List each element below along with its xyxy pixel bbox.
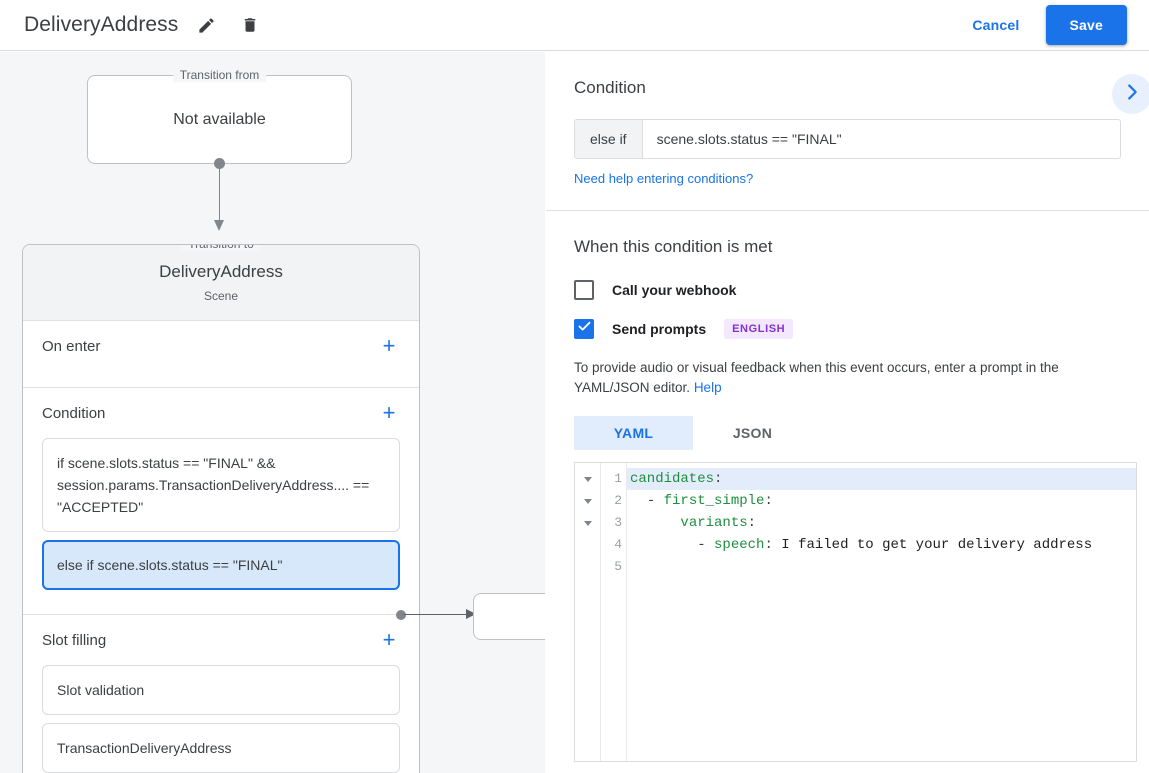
transition-from-legend: Transition from: [172, 68, 267, 82]
condition-help-link[interactable]: Need help entering conditions?: [574, 171, 754, 186]
call-webhook-checkbox[interactable]: [574, 280, 594, 300]
save-button[interactable]: Save: [1045, 5, 1127, 45]
line-number: 3: [614, 515, 622, 530]
section-header: Condition +: [23, 388, 419, 438]
language-badge: ENGLISH: [724, 319, 794, 339]
section-header: On enter +: [23, 321, 419, 371]
chevron-down-icon: [583, 498, 592, 504]
send-prompts-label: Send prompts: [612, 321, 707, 337]
connector-dot: [214, 158, 225, 169]
scene-header[interactable]: DeliveryAddress Scene: [23, 245, 419, 321]
fold-toggle[interactable]: [575, 512, 600, 534]
trash-icon: [241, 16, 259, 34]
transition-to-card[interactable]: Transition to DeliveryAddress Scene On e…: [22, 244, 420, 773]
send-prompts-row: Send prompts ENGLISH: [574, 319, 1121, 339]
header-actions: Cancel Save: [960, 5, 1149, 45]
webhook-row: Call your webhook: [574, 280, 1121, 300]
fold-toggle[interactable]: [575, 490, 600, 512]
flow-canvas[interactable]: Transition from Not available Transition…: [0, 52, 545, 773]
edit-name-button[interactable]: [190, 9, 222, 41]
condition-field-row: else if: [574, 119, 1121, 159]
check-icon: [577, 319, 592, 339]
add-on-enter-button[interactable]: +: [382, 333, 396, 358]
line-number: 2: [614, 493, 622, 508]
yaml-code-editor[interactable]: 1 2 3 4 5 candidates: - first_simple: va…: [574, 462, 1137, 762]
code-line: [627, 556, 1136, 578]
tab-yaml[interactable]: YAML: [574, 416, 693, 450]
condition-section: Condition else if Need help entering con…: [546, 52, 1149, 211]
slot-filling-list-item[interactable]: TransactionDeliveryAddress: [42, 723, 400, 773]
code-line: candidates:: [627, 468, 1136, 490]
transition-from-card[interactable]: Transition from Not available: [87, 68, 352, 164]
chevron-down-icon: [583, 476, 592, 482]
selected-node-connector-dot: [396, 610, 406, 620]
collapse-panel-button[interactable]: [1112, 74, 1149, 114]
delete-button[interactable]: [234, 9, 266, 41]
cancel-button[interactable]: Cancel: [960, 8, 1031, 42]
transition-from-value: Not available: [173, 110, 266, 128]
condition-heading: Condition: [574, 78, 646, 97]
editor-format-tabs: YAML JSON: [574, 416, 1121, 450]
section-on-enter: On enter +: [23, 321, 419, 388]
code-fold-gutter: [575, 463, 601, 761]
prompt-description: To provide audio or visual feedback when…: [574, 358, 1121, 398]
pencil-icon: [197, 16, 216, 35]
call-webhook-label: Call your webhook: [612, 282, 737, 298]
prompt-help-link[interactable]: Help: [693, 380, 722, 395]
section-condition: Condition + if scene.slots.status == "FI…: [23, 388, 419, 615]
section-title-slot-filling: Slot filling: [42, 631, 107, 649]
condition-operator-label: else if: [575, 120, 643, 158]
chevron-down-icon: [583, 520, 592, 526]
code-line: variants:: [680, 515, 757, 531]
transition-to-legend: Transition to: [181, 245, 261, 251]
add-slot-filling-button[interactable]: +: [382, 627, 396, 652]
when-condition-met-heading: When this condition is met: [574, 237, 773, 256]
send-prompts-checkbox[interactable]: [574, 319, 594, 339]
section-title-condition: Condition: [42, 404, 106, 422]
condition-expression-input[interactable]: [642, 120, 1120, 158]
condition-list-item[interactable]: if scene.slots.status == "FINAL" && sess…: [42, 438, 400, 532]
prompt-description-text: To provide audio or visual feedback when…: [574, 360, 1059, 395]
fold-toggle: [575, 556, 600, 578]
selected-node-arrow-icon: [466, 609, 476, 619]
line-number: 4: [614, 537, 622, 552]
details-panel: Condition else if Need help entering con…: [546, 52, 1149, 773]
scene-name: DeliveryAddress: [159, 262, 283, 281]
add-condition-button[interactable]: +: [382, 400, 396, 425]
code-content-area[interactable]: candidates: - first_simple: variants: - …: [627, 463, 1136, 761]
code-line: - first_simple:: [646, 493, 773, 509]
app-header: DeliveryAddress Cancel Save: [0, 0, 1149, 51]
chevron-right-icon: [1121, 81, 1143, 108]
when-condition-met-section: When this condition is met Call your web…: [546, 211, 1149, 762]
code-line: - speech: I failed to get your delivery …: [697, 537, 1093, 553]
section-title-on-enter: On enter: [42, 337, 101, 355]
connector-line: [219, 164, 220, 222]
tab-json[interactable]: JSON: [732, 425, 773, 441]
page-title: DeliveryAddress: [24, 13, 179, 36]
code-line-numbers: 1 2 3 4 5: [601, 463, 627, 761]
connector-arrow-icon: [214, 220, 224, 231]
fold-toggle: [575, 534, 600, 556]
line-number: 1: [614, 471, 622, 486]
selected-node-connector-line: [404, 614, 468, 615]
section-header: Slot filling +: [23, 615, 419, 665]
condition-list-item-selected[interactable]: else if scene.slots.status == "FINAL": [42, 540, 400, 590]
fold-toggle[interactable]: [575, 468, 600, 490]
line-number: 5: [614, 559, 622, 574]
slot-filling-list-item[interactable]: Slot validation: [42, 665, 400, 715]
target-node-card[interactable]: [473, 593, 545, 640]
section-slot-filling: Slot filling + Slot validation Transacti…: [23, 615, 419, 773]
scene-subtitle: Scene: [203, 289, 239, 303]
